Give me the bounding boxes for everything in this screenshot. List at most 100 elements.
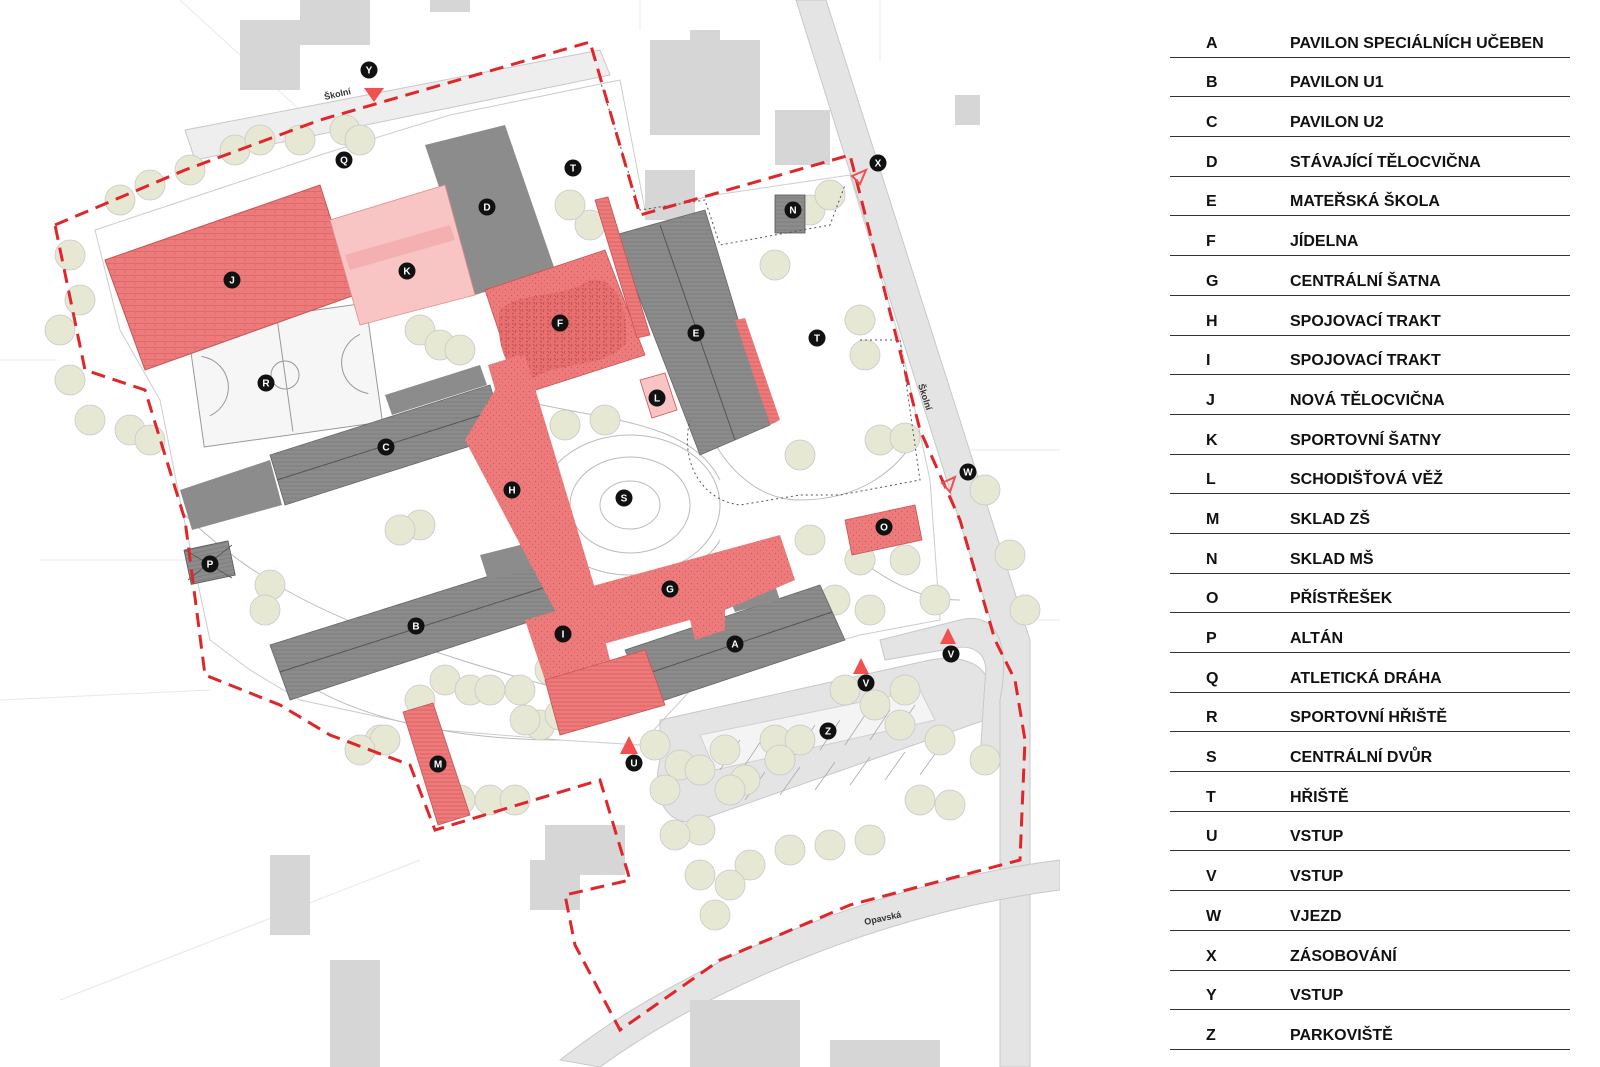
marker-c: C — [377, 438, 395, 456]
legend-key: G — [1206, 272, 1219, 290]
legend-key: V — [1206, 868, 1217, 886]
marker-u: U — [625, 754, 643, 772]
marker-m: M — [429, 755, 447, 773]
svg-text:G: G — [666, 585, 674, 596]
legend-key: P — [1206, 630, 1217, 647]
marker-q: Q — [335, 151, 353, 169]
svg-text:M: M — [434, 760, 442, 771]
svg-text:T: T — [570, 164, 576, 175]
tree — [284, 124, 316, 156]
marker-h: H — [503, 481, 521, 499]
building-h-link-corridor-b — [488, 355, 600, 630]
tree — [994, 539, 1026, 571]
legend-label: CENTRÁLNÍ DVŮR — [1290, 749, 1433, 767]
svg-text:J: J — [229, 276, 235, 287]
road-opavska — [558, 859, 1060, 1067]
legend-key: D — [1206, 153, 1218, 171]
legend-key: Q — [1206, 669, 1219, 687]
legend-key: Y — [1206, 987, 1217, 1005]
tree — [684, 754, 716, 786]
tree — [699, 899, 731, 931]
svg-text:V: V — [948, 650, 955, 661]
building-e-new-wing — [735, 318, 780, 425]
svg-text:S: S — [621, 494, 628, 505]
svg-text:D: D — [483, 203, 490, 214]
svg-text:N: N — [789, 206, 796, 217]
svg-text:O: O — [880, 523, 888, 534]
svg-text:U: U — [630, 759, 637, 770]
marker-l: L — [648, 389, 666, 407]
tree — [784, 724, 816, 756]
marker-j: J — [223, 271, 241, 289]
legend-key: I — [1206, 352, 1211, 370]
tree — [554, 189, 586, 221]
tree — [499, 784, 531, 816]
legend-key: O — [1206, 590, 1219, 608]
tree — [904, 784, 936, 816]
legend-label: VSTUP — [1290, 987, 1344, 1005]
legend-label: HŘIŠTĚ — [1290, 788, 1349, 806]
legend-label: SPORTOVNÍ ŠATNY — [1290, 431, 1442, 449]
legend-label: SPOJOVACÍ TRAKT — [1290, 352, 1441, 370]
legend-label: PAVILON U2 — [1290, 114, 1384, 132]
marker-t-north: T — [564, 159, 582, 177]
tree — [74, 404, 106, 436]
tree — [814, 179, 846, 211]
tree — [794, 524, 826, 556]
tree — [814, 829, 846, 861]
neighbor-buildings — [240, 0, 980, 1067]
tree — [969, 474, 1001, 506]
svg-text:T: T — [814, 334, 820, 345]
trees — [44, 114, 1041, 931]
service-road-east — [879, 618, 1005, 761]
access-arrows — [364, 88, 957, 754]
tree — [384, 514, 416, 546]
legend-row: S CENTRÁLNÍ DVŮR — [1170, 732, 1570, 773]
legend-key: S — [1206, 749, 1217, 767]
tree — [54, 239, 86, 271]
svg-text:I: I — [562, 630, 565, 641]
tree — [734, 849, 766, 881]
legend-label: VSTUP — [1290, 828, 1344, 846]
svg-text:Q: Q — [340, 156, 348, 167]
legend-label: VJEZD — [1290, 907, 1342, 925]
tree — [44, 314, 76, 346]
legend-label: STÁVAJÍCÍ TĚLOCVIČNA — [1290, 153, 1481, 171]
legend-label: SKLAD ZŠ — [1290, 510, 1370, 528]
building-k-link — [345, 225, 455, 270]
svg-text:C: C — [382, 443, 389, 454]
legend-label: JÍDELNA — [1290, 233, 1359, 251]
tree — [54, 364, 86, 396]
svg-text:F: F — [557, 319, 563, 330]
marker-z: Z — [819, 722, 837, 740]
tree — [854, 594, 886, 626]
tree — [709, 734, 741, 766]
building-f-staircase — [594, 196, 651, 339]
legend-key: A — [1206, 34, 1218, 52]
tree — [714, 869, 746, 901]
tree — [504, 674, 536, 706]
tree — [549, 409, 581, 441]
site-boundary — [53, 40, 1027, 1033]
svg-text:R: R — [262, 379, 270, 390]
marker-p: P — [201, 555, 219, 573]
legend-key: R — [1206, 709, 1218, 727]
legend-key: W — [1206, 907, 1222, 925]
road-network — [184, 0, 1060, 1067]
tree — [249, 594, 281, 626]
svg-text:K: K — [403, 267, 411, 278]
building-c-wing — [180, 460, 282, 530]
marker-n: N — [784, 201, 802, 219]
legend-key: B — [1206, 74, 1218, 92]
